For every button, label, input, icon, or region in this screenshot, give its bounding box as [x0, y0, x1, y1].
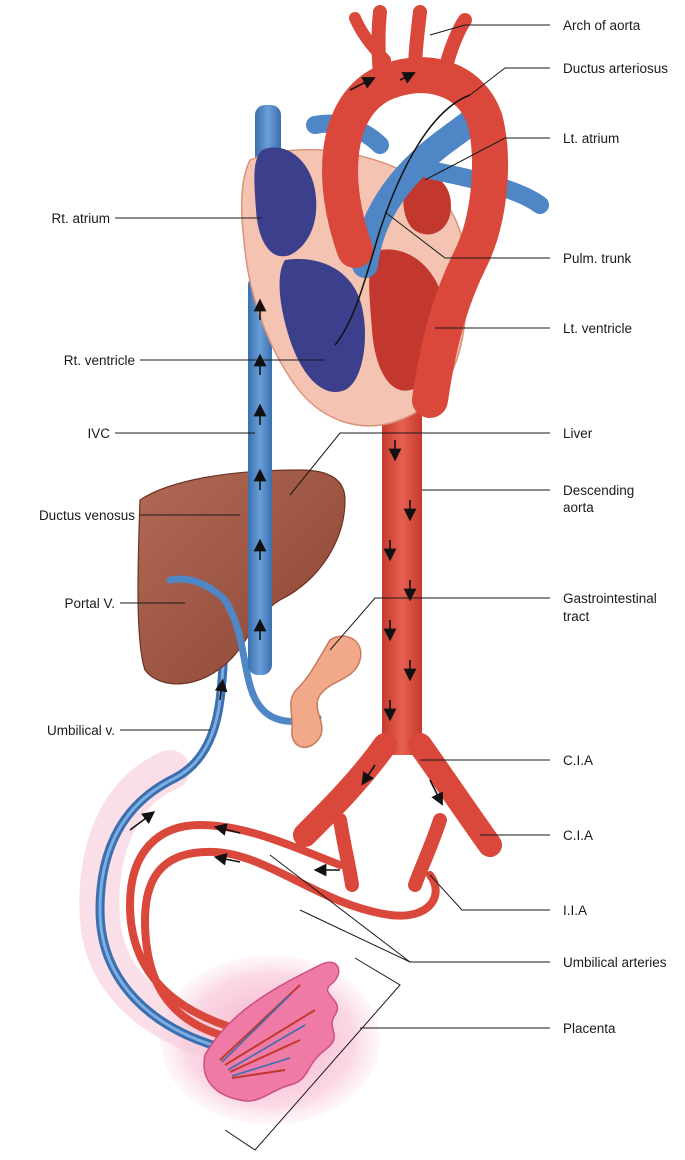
label-gi-tract-line2: tract	[563, 609, 590, 624]
common-iliac-right	[408, 733, 502, 857]
label-descending-aorta-line1: Descending	[563, 483, 635, 498]
common-iliac-left	[293, 733, 397, 847]
label-liver: Liver	[563, 426, 593, 441]
label-ductus-venosus: Ductus venosus	[38, 508, 135, 523]
label-arch-of-aorta: Arch of aorta	[563, 18, 641, 33]
right-atrium	[254, 147, 317, 257]
label-portal-v: Portal V.	[64, 596, 115, 611]
label-iia: I.I.A	[563, 903, 588, 918]
left-subclavian-artery	[438, 13, 472, 77]
ductus-flow-line	[334, 94, 471, 346]
portal-vein	[166, 575, 322, 725]
label-descending-aorta-line2: aorta	[563, 500, 594, 515]
liver	[137, 469, 346, 685]
brachiocephalic-artery	[371, 5, 387, 82]
gi-tract	[290, 635, 362, 749]
right-ventricle	[279, 259, 365, 392]
leader-lines	[115, 24, 550, 1151]
label-lt-ventricle: Lt. ventricle	[563, 321, 633, 336]
left-atrium	[403, 174, 451, 235]
label-ductus-arteriosus: Ductus arteriosus	[563, 61, 669, 76]
label-gi-tract-line1: Gastrointestinal	[563, 591, 657, 606]
label-ivc: IVC	[87, 426, 110, 441]
left-carotid-artery	[408, 5, 427, 77]
placenta	[203, 961, 340, 1102]
descending-aorta	[382, 400, 422, 755]
internal-iliac-left	[333, 813, 359, 892]
label-rt-ventricle: Rt. ventricle	[63, 353, 135, 368]
label-pulm-trunk: Pulm. trunk	[563, 251, 632, 266]
label-umbilical-v: Umbilical v.	[46, 723, 115, 738]
label-lt-atrium: Lt. atrium	[563, 131, 620, 146]
internal-iliac-right	[408, 813, 447, 892]
flow-arrows	[129, 72, 443, 877]
label-cia-1: C.I.A	[563, 753, 594, 768]
right-branch	[349, 12, 391, 66]
aortic-arch	[322, 57, 508, 418]
label-cia-2: C.I.A	[563, 828, 594, 843]
umbilical-artery-2	[140, 847, 440, 1046]
label-umbilical-arteries: Umbilical arteries	[563, 955, 667, 970]
label-placenta: Placenta	[563, 1021, 616, 1036]
label-rt-atrium: Rt. atrium	[51, 211, 110, 226]
